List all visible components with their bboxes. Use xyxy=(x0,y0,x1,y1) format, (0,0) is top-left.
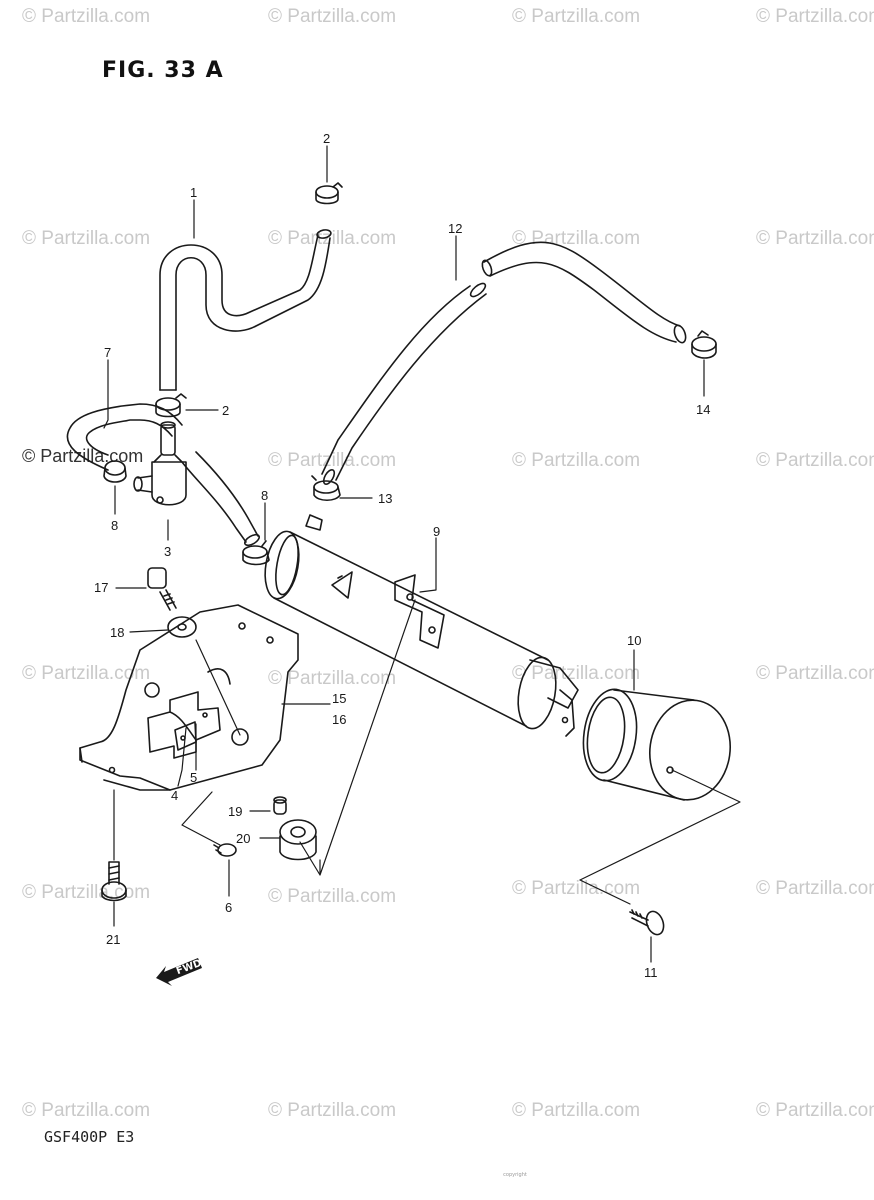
callout-18: 18 xyxy=(110,625,124,640)
watermark-text: © Partzilla.com xyxy=(512,663,641,684)
callout-14: 14 xyxy=(696,402,710,417)
callout-5: 5 xyxy=(190,770,197,785)
callout-2-lower: 2 xyxy=(222,403,229,418)
part-clamp-2-upper xyxy=(315,182,343,205)
callout-3: 3 xyxy=(164,544,171,559)
leader-lines xyxy=(103,145,741,963)
watermark-text: © Partzilla.com xyxy=(268,450,397,471)
callout-7: 7 xyxy=(104,345,111,360)
callout-11: 11 xyxy=(644,965,658,980)
part-grommet-19 xyxy=(273,796,287,815)
callout-12: 12 xyxy=(448,221,462,236)
part-bolt-21 xyxy=(101,861,127,902)
callout-1: 1 xyxy=(190,185,197,200)
forward-arrow-icon xyxy=(156,958,202,986)
watermark-text: © Partzilla.com xyxy=(268,886,397,907)
watermark-text: © Partzilla.com xyxy=(22,1100,151,1121)
callout-17: 17 xyxy=(94,580,108,595)
part-hose-7 xyxy=(66,403,261,547)
watermark-text: © Partzilla.com xyxy=(756,878,874,899)
part-hose-12 xyxy=(321,241,687,486)
footer-note: copyright xyxy=(503,1172,527,1178)
part-bolt-17 xyxy=(147,567,177,611)
callout-15: 15 xyxy=(332,691,346,706)
part-clamp-13 xyxy=(311,475,341,502)
part-rubber-mount-20 xyxy=(279,819,317,861)
callout-9: 9 xyxy=(433,524,440,539)
callout-21: 21 xyxy=(106,932,120,947)
part-bracket-15 xyxy=(79,604,299,791)
part-clamp-8-left xyxy=(103,460,127,483)
part-clamp-8-right xyxy=(242,540,270,566)
watermark-text: © Partzilla.com xyxy=(756,663,874,684)
figure-title: FIG. 33 A xyxy=(102,58,224,83)
watermark-text: © Partzilla.com xyxy=(268,1100,397,1121)
callout-4: 4 xyxy=(171,788,178,803)
watermark-text: © Partzilla.com xyxy=(756,6,874,27)
watermark-text: © Partzilla.com xyxy=(512,228,641,249)
callout-10: 10 xyxy=(627,633,641,648)
watermark-text: © Partzilla.com xyxy=(268,228,397,249)
watermark-text: © Partzilla.com xyxy=(268,668,397,689)
part-clamp-14 xyxy=(691,330,717,359)
callout-8-right: 8 xyxy=(261,488,268,503)
watermark-text: © Partzilla.com xyxy=(22,6,151,27)
callout-13: 13 xyxy=(378,491,392,506)
watermark-text: © Partzilla.com xyxy=(756,1100,874,1121)
watermark-text: © Partzilla.com xyxy=(22,663,151,684)
model-code: GSF400P E3 xyxy=(44,1128,135,1146)
watermark-text: © Partzilla.com xyxy=(512,6,641,27)
watermark-text: © Partzilla.com xyxy=(268,6,397,27)
part-valve-3 xyxy=(133,421,187,506)
part-washer-18 xyxy=(167,616,197,638)
watermark-text: © Partzilla.com xyxy=(512,450,641,471)
callout-2-upper: 2 xyxy=(323,131,330,146)
part-filter-10 xyxy=(582,688,732,801)
watermark-text: © Partzilla.com xyxy=(512,1100,641,1121)
callout-6: 6 xyxy=(225,900,232,915)
callout-20: 20 xyxy=(236,831,250,846)
part-canister-9 xyxy=(264,514,579,737)
part-hose-1 xyxy=(159,229,332,391)
watermark-text: © Partzilla.com xyxy=(756,228,874,249)
part-screw-11 xyxy=(629,909,665,936)
callout-16: 16 xyxy=(332,712,346,727)
watermark-text: © Partzilla.com xyxy=(756,450,874,471)
part-screw-6 xyxy=(213,843,237,857)
watermark-text: © Partzilla.com xyxy=(22,228,151,249)
part-clamp-2-lower xyxy=(155,393,187,418)
part-clamp-bracket-4-5 xyxy=(147,691,221,759)
callout-8-left: 8 xyxy=(111,518,118,533)
callout-19: 19 xyxy=(228,804,242,819)
